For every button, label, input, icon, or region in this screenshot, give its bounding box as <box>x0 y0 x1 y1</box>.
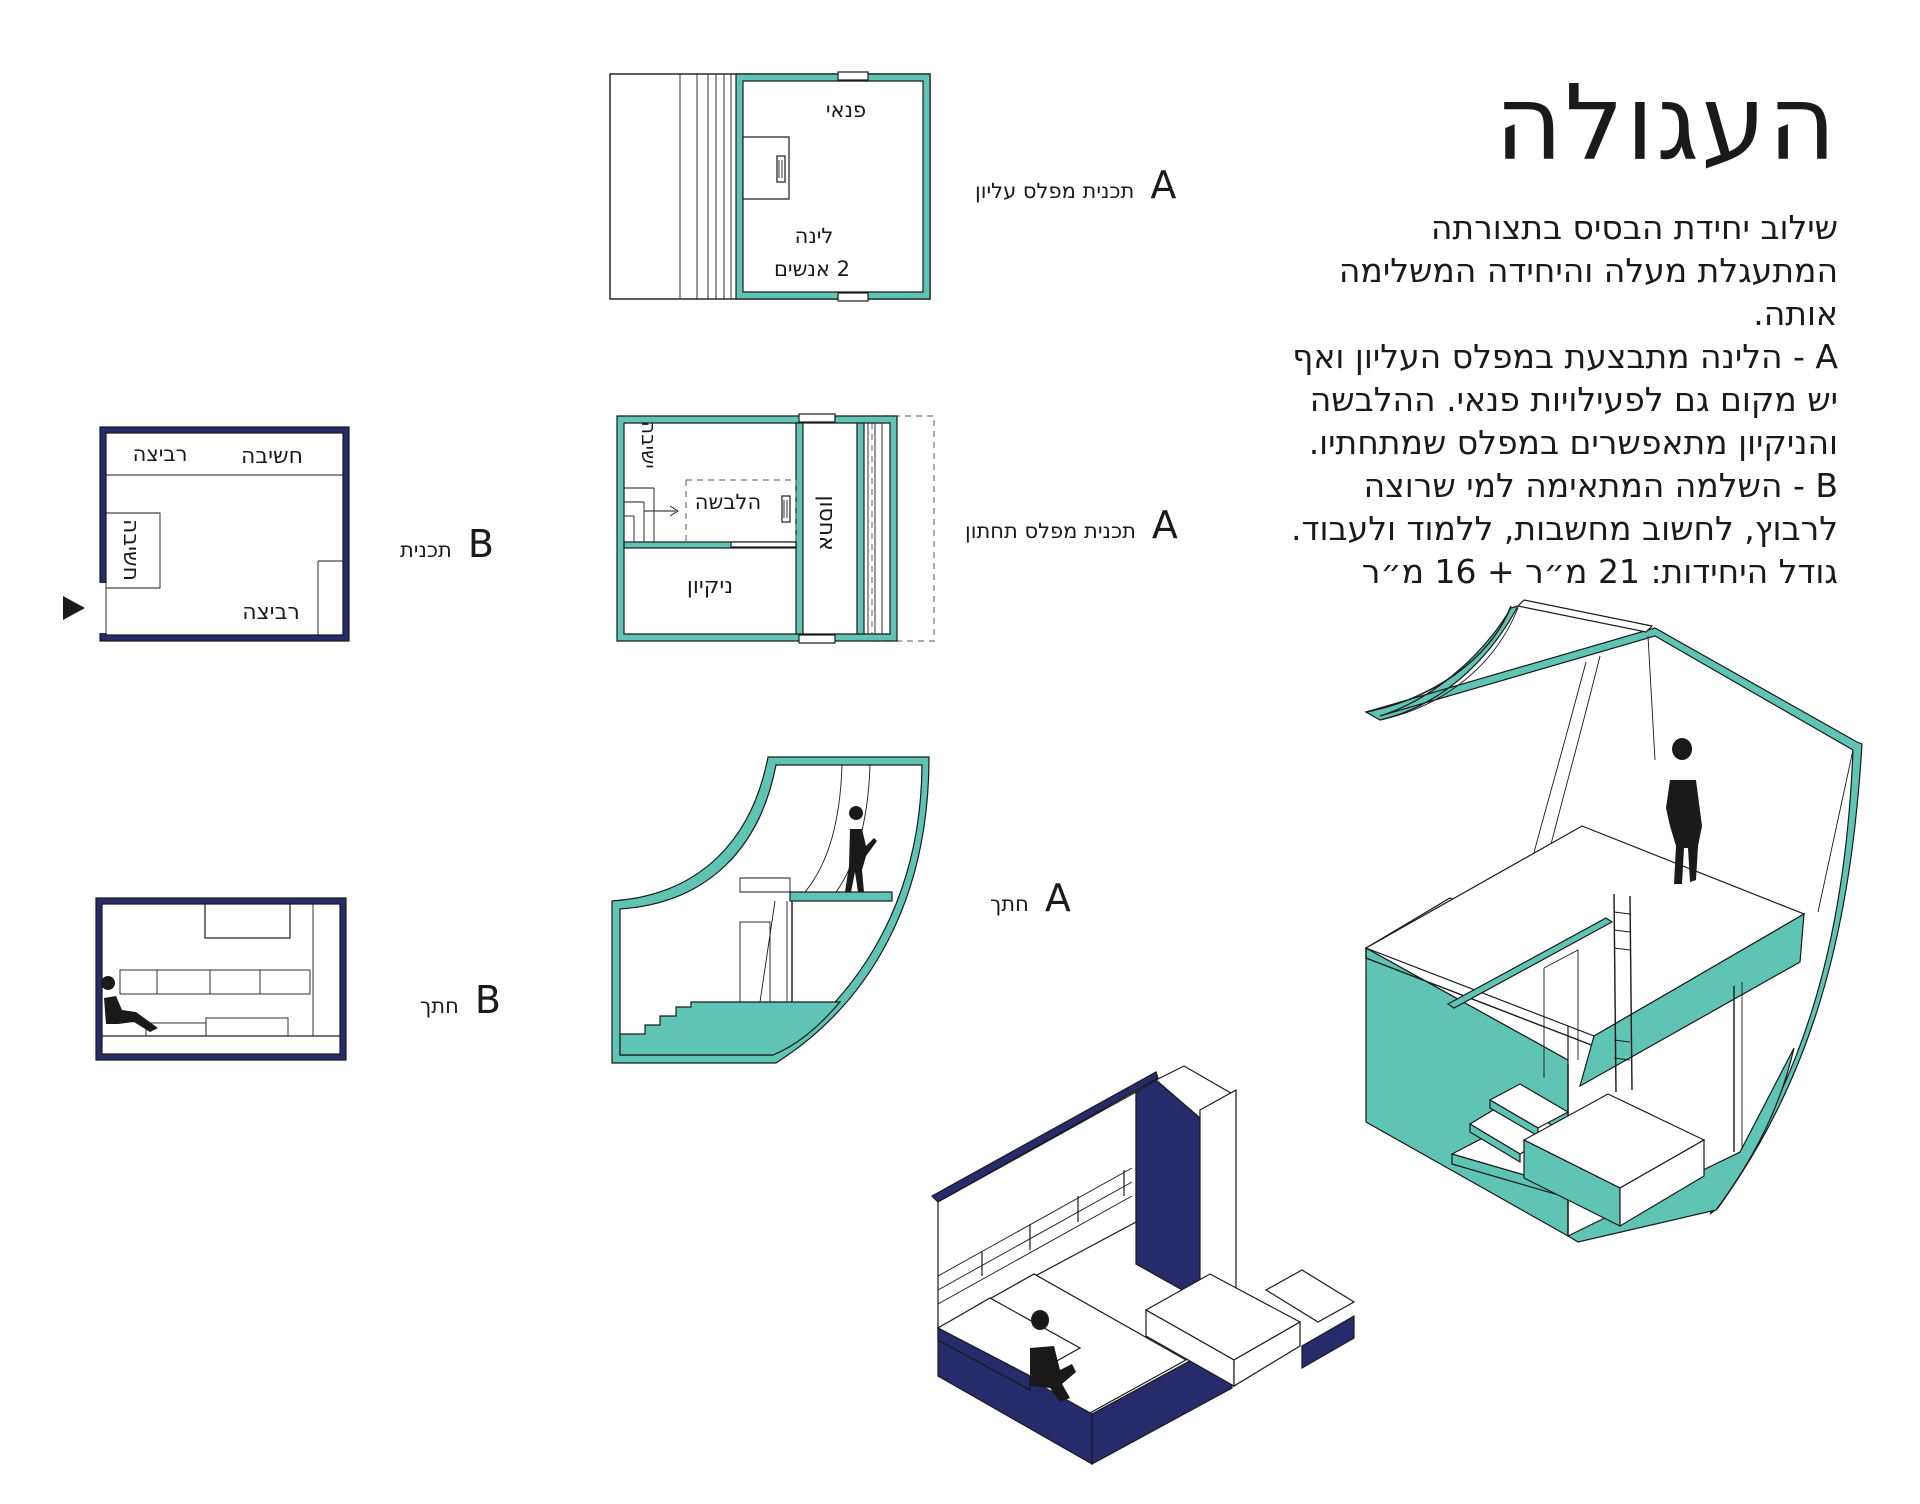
room-dressing: הלבשה <box>695 490 761 514</box>
label-a-upper-plan: תכנית מפלס עליון A <box>975 163 1176 207</box>
label-b-section-text: חתך <box>420 994 459 1018</box>
description-line: המתעגלת מעלה והיחידה המשלימה <box>1338 251 1838 290</box>
description-line: A - הלינה מתבצעת במפלס העליון ואף <box>1292 337 1838 376</box>
room-thinking-top: חשיבה <box>241 444 303 469</box>
a-upper-floor-plan: פנאי לינה 2 אנשים <box>609 71 931 302</box>
room-seating: ישיבה <box>637 421 661 469</box>
person-standing-icon <box>845 806 877 892</box>
b-plan-walls <box>99 426 350 642</box>
axo-b-shelves <box>937 1167 1133 1305</box>
description-line: והניקיון מתאפשרים במפלס שמתחתיו. <box>1308 423 1838 462</box>
a-axonometric <box>1364 599 1863 1243</box>
label-a-lower-plan: תכנית מפלס תחתון A <box>965 503 1178 547</box>
room-storage: אחסון <box>814 495 839 550</box>
b-floor-plan: רביצה חשיבה חשיבה רביצה <box>63 426 350 642</box>
label-b-plan-text: תכנית <box>400 538 452 562</box>
label-b-plan: תכנית B <box>400 522 494 566</box>
ladder-rungs <box>1613 911 1631 1061</box>
b-axonometric <box>931 1065 1356 1466</box>
description-line: B - השלמה המתאימה למי שרוצה <box>1363 466 1838 505</box>
a-lower-floor-plan: ישיבה הלבשה אחסון ניקיון <box>616 413 935 644</box>
label-a-section-letter: A <box>1044 876 1071 920</box>
label-b-plan-letter: B <box>467 522 494 566</box>
axo-a-shell <box>1364 605 1863 1215</box>
label-a-upper-plan-text: תכנית מפלס עליון <box>975 179 1135 203</box>
label-a-lower-plan-text: תכנית מפלס תחתון <box>965 519 1136 543</box>
upper-stair-lines <box>679 74 732 299</box>
description-line: גודל היחידות: 21 מ״ר + 16 מ״ר <box>1361 552 1838 591</box>
room-lounge-bottom: רביצה <box>242 600 299 625</box>
room-leisure: פנאי <box>826 98 866 122</box>
description-line: לרבוץ, לחשוב מחשבות, ללמוד ולעבוד. <box>1291 509 1838 548</box>
label-a-section: חתך A <box>990 876 1071 920</box>
room-sleep-capacity: 2 אנשים <box>774 257 850 281</box>
person-reading-icon <box>101 976 158 1032</box>
lower-stair <box>624 487 679 542</box>
description-line: אותה. <box>1753 294 1838 333</box>
label-b-section: חתך B <box>420 978 501 1022</box>
description-line: יש מקום גם לפעילויות פנאי. ההלבשה <box>1309 380 1838 419</box>
room-thinking-side: חשיבה <box>118 519 143 581</box>
label-a-section-text: חתך <box>990 892 1029 916</box>
room-cleaning: ניקיון <box>687 574 733 599</box>
a-section <box>611 756 930 1064</box>
label-a-upper-plan-letter: A <box>1150 163 1177 207</box>
entrance-arrow-icon <box>63 596 85 620</box>
b-section <box>95 897 347 1061</box>
description-block: שילוב יחידת הבסיס בתצורתה המתעגלת מעלה ו… <box>1198 206 1838 593</box>
lower-dashed-outline <box>871 415 935 642</box>
page-title: העגולה <box>1494 62 1838 184</box>
room-lounge-top: רביצה <box>133 442 188 466</box>
label-a-lower-plan-letter: A <box>1151 503 1178 547</box>
axo-person-icon <box>1666 738 1702 884</box>
description-line: שילוב יחידת הבסיס בתצורתה <box>1430 208 1838 247</box>
axo-b-cabinet <box>1135 1079 1201 1302</box>
room-sleep: לינה <box>795 224 834 248</box>
axo-b-person-icon <box>1030 1310 1076 1402</box>
label-b-section-letter: B <box>474 978 501 1022</box>
